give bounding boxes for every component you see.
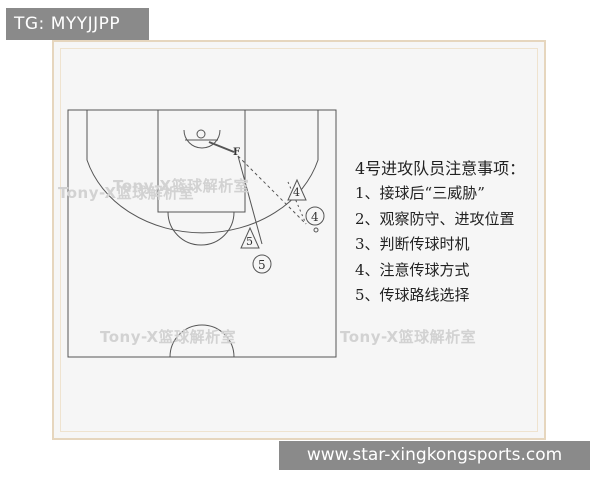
- restricted-area: [183, 129, 221, 149]
- p4-defender-triangle: [287, 178, 307, 201]
- watermark-lower-right: Tony-X篮球解析室: [340, 328, 477, 346]
- paint-key: [157, 109, 246, 213]
- top-tag-banner: TG: MYYJJPP: [6, 8, 149, 40]
- p4-small-marker: [313, 227, 319, 233]
- notes-item: 3、判断传球时机: [355, 235, 470, 253]
- p4-triangle-label: 4: [293, 186, 300, 199]
- path-line-coach-to-p5: [237, 155, 263, 245]
- p5-circle-label: 5: [258, 258, 266, 272]
- notes-title: 4号进攻队员注意事项：: [355, 159, 526, 178]
- notes-item: 5、传球路线选择: [355, 286, 470, 304]
- free-throw-circle: [167, 211, 235, 246]
- pass-line-dashed: [237, 155, 307, 225]
- notes-item: 4、注意传球方式: [355, 260, 470, 279]
- basket: [196, 129, 206, 139]
- inner-frame-border: [60, 48, 538, 432]
- notes-item: 2、观察防守、进攻位置: [355, 209, 515, 228]
- watermark-lower-court: Tony-X篮球解析室: [100, 328, 237, 346]
- court-boundary: [67, 109, 337, 358]
- bottom-url-banner: www.star-xingkongsports.com: [279, 441, 590, 470]
- notes-item: 1、接球后“三威胁”: [355, 184, 485, 202]
- p5-triangle-label: 5: [246, 235, 253, 248]
- coach-mark-label: F: [233, 147, 240, 158]
- three-point-arc: [86, 110, 319, 234]
- center-circle: [169, 324, 235, 358]
- watermark-upper-left: Tony-X篮球解析室: [58, 184, 195, 202]
- notes-list: 1、接球后“三威胁” 2、观察防守、进攻位置 3、判断传球时机 4、注意传球方式…: [355, 181, 515, 309]
- p4-offense-circle: [305, 206, 325, 226]
- pass-line-to-basket: [208, 141, 235, 153]
- p5-offense-circle: [252, 254, 272, 274]
- diagram-frame: [52, 40, 546, 440]
- p4-circle-label: 4: [311, 210, 319, 224]
- p5-defender-triangle: [240, 226, 260, 249]
- watermark-upper-court: Tony-X篮球解析室: [113, 177, 250, 195]
